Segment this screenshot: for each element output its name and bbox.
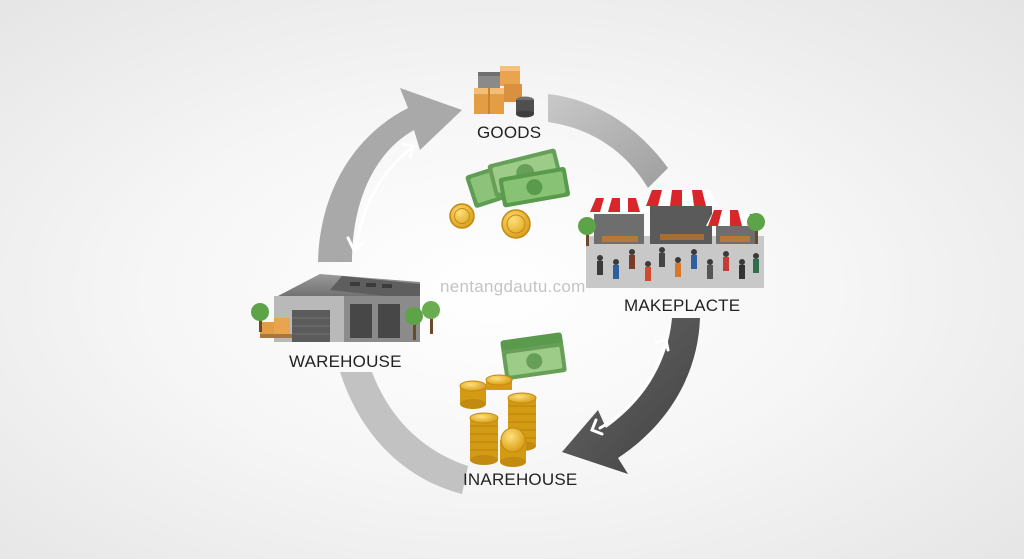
label-bottom: INAREHOUSE xyxy=(463,470,578,489)
market-stall-icon xyxy=(578,190,765,288)
label-marketplace: MAKEPLACTE xyxy=(624,296,741,315)
swap-arrow-icon xyxy=(590,338,670,436)
cash-coins-icon xyxy=(449,148,570,239)
arrow-marketplace-to-bottom xyxy=(562,318,700,474)
label-warehouse: WAREHOUSE xyxy=(289,352,402,371)
watermark: nentangdautu.com xyxy=(440,277,586,296)
arrow-bottom-to-warehouse xyxy=(340,372,468,494)
arrow-warehouse-to-goods xyxy=(318,88,462,262)
coin-stack-icon xyxy=(459,332,567,467)
swap-arrow-icon xyxy=(346,142,417,253)
arrow-goods-to-marketplace xyxy=(548,94,668,188)
warehouse-icon xyxy=(251,274,440,342)
label-goods: GOODS xyxy=(477,123,542,142)
boxes-icon xyxy=(474,66,534,118)
